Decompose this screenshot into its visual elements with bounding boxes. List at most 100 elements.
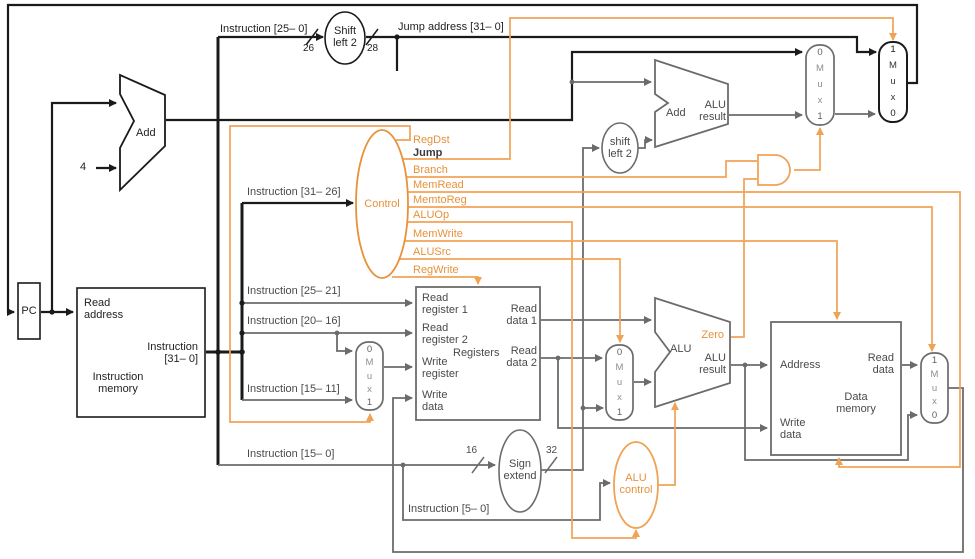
regdst-mux-bottom: 1: [366, 397, 373, 408]
signal-memwrite: MemWrite: [413, 228, 463, 240]
wire-memwrite: [404, 240, 841, 320]
memtoreg-mux-labels: 1 M u x 0: [921, 356, 948, 421]
jump-address-label: Jump address [31– 0]: [398, 21, 504, 33]
junction-spine2: [239, 349, 245, 355]
junction-instr2016: [239, 330, 245, 336]
mux-letter-x: x: [367, 383, 372, 395]
alu-label: ALU: [670, 343, 692, 355]
alu-shape: [654, 296, 731, 409]
memtoreg-mux: [920, 352, 949, 424]
control-oval: [355, 129, 409, 279]
mux-letter-x: x: [890, 92, 896, 103]
wire-and-out: [794, 127, 824, 171]
regdst-mux-labels: 0 M u x 1: [356, 345, 383, 408]
instruction-memory-block: [76, 287, 206, 418]
instr-31-26-label: Instruction [31– 26]: [247, 186, 341, 198]
junction-pcplus4-tap: [569, 79, 575, 85]
junction-jumpaddr: [394, 34, 400, 40]
branch-adder-result-label: ALU result: [699, 99, 726, 123]
slash-16: [471, 456, 485, 474]
wire-pc-to-adder: [50, 99, 117, 312]
memtoreg-mux-bottom: 0: [931, 410, 938, 421]
and-gate: [757, 154, 791, 186]
wire-pcplus4: [166, 48, 803, 122]
wire-signext-out: [541, 144, 600, 471]
pc-adder-shape: [119, 73, 166, 193]
shift-left2-mid-oval: [601, 122, 639, 174]
wire-memread: [407, 191, 961, 468]
mux-letter-u: u: [931, 382, 938, 394]
mux-letter-u: u: [817, 79, 823, 90]
wire-instr-5-0: [402, 465, 611, 521]
dm-address-label: Address: [780, 359, 821, 371]
regdst-mux-top: 0: [366, 344, 373, 355]
mux-letter-u: u: [366, 370, 373, 382]
bitwidth-32: 32: [546, 445, 558, 456]
signal-aluop: ALUOp: [413, 209, 450, 221]
jump-mux-top: 1: [890, 44, 896, 55]
alusrc-mux-labels: 0 M u x 1: [606, 348, 633, 418]
control-label: Control: [364, 198, 400, 210]
signal-memtoreg: MemtoReg: [413, 194, 467, 206]
jump-mux-bottom: 0: [890, 108, 896, 119]
alusrc-mux-bottom: 1: [616, 407, 623, 418]
mux-letter-x: x: [817, 95, 823, 106]
pc-block: [17, 282, 41, 340]
wire-memtoreg: [407, 206, 936, 352]
branch-mux: [805, 44, 835, 126]
branch-adder-shape: [654, 58, 729, 149]
shift-left2-top-oval: [324, 11, 366, 65]
shift-left2-top-label: Shift left 2: [333, 25, 357, 49]
wire-instr-20-16-to-mux: [336, 333, 353, 355]
alu-control-label: ALU control: [619, 472, 653, 496]
jump-mux: [878, 41, 908, 123]
wire-alusrc: [399, 258, 624, 343]
im-read-address-label: Read address: [84, 297, 124, 321]
bitwidth-26: 26: [303, 43, 315, 54]
instr-15-11-label: Instruction [15– 11]: [247, 383, 340, 395]
wire-pc-feedback: [6, 3, 919, 316]
dm-title: Data memory: [836, 391, 876, 415]
sign-extend-label: Sign extend: [503, 458, 537, 482]
signal-alusrc: ALUSrc: [413, 246, 451, 258]
wire-alucontrol-out: [658, 402, 679, 486]
shift-left2-mid-label: shift left 2: [608, 136, 632, 160]
data-memory-block: [770, 321, 902, 456]
regdst-mux: [355, 341, 384, 411]
wire-readdata2-to-memwrite: [557, 358, 768, 432]
slash-28: [365, 28, 379, 46]
dm-write-data-label: Write data: [780, 417, 806, 441]
instr-25-0-label: Instruction [25– 0]: [220, 23, 308, 35]
pc-adder-label: Add: [136, 127, 156, 139]
registers-title: Registers: [453, 347, 500, 359]
junction-pc-tap: [49, 309, 55, 315]
branch-adder-label: Add: [666, 107, 686, 119]
signal-jump: Jump: [413, 147, 443, 159]
reg-read-register2-label: Read register 2: [422, 322, 468, 346]
wire-branch: [406, 160, 757, 178]
mux-letter-m: M: [615, 362, 624, 373]
mux-letter-m: M: [816, 63, 824, 74]
reg-write-register-label: Write register: [422, 356, 459, 380]
sign-extend-oval: [498, 429, 542, 513]
alu-control-oval: [613, 441, 659, 529]
im-title: Instruction memory: [92, 371, 144, 395]
branch-mux-labels: 0 M u x 1: [806, 48, 834, 122]
instr-20-16-label: Instruction [20– 16]: [247, 315, 341, 327]
signal-regwrite: RegWrite: [413, 264, 459, 276]
junction-readdata2: [555, 355, 561, 361]
mux-letter-x: x: [932, 396, 937, 408]
wire-regdst: [229, 125, 411, 423]
signal-branch: Branch: [413, 164, 448, 176]
reg-read-data2-label: Read data 2: [506, 345, 537, 369]
registers-block: [415, 286, 541, 421]
mux-letter-u: u: [890, 76, 896, 87]
instr-25-21-label: Instruction [25– 21]: [247, 285, 341, 297]
reg-read-data1-label: Read data 1: [506, 303, 537, 327]
wire-jump-address: [366, 35, 877, 56]
alu-zero-label: Zero: [701, 329, 724, 341]
junction-instr150: [400, 462, 406, 468]
im-instruction-out-label: Instruction [31– 0]: [147, 341, 198, 365]
mux-letter-x: x: [617, 392, 622, 403]
